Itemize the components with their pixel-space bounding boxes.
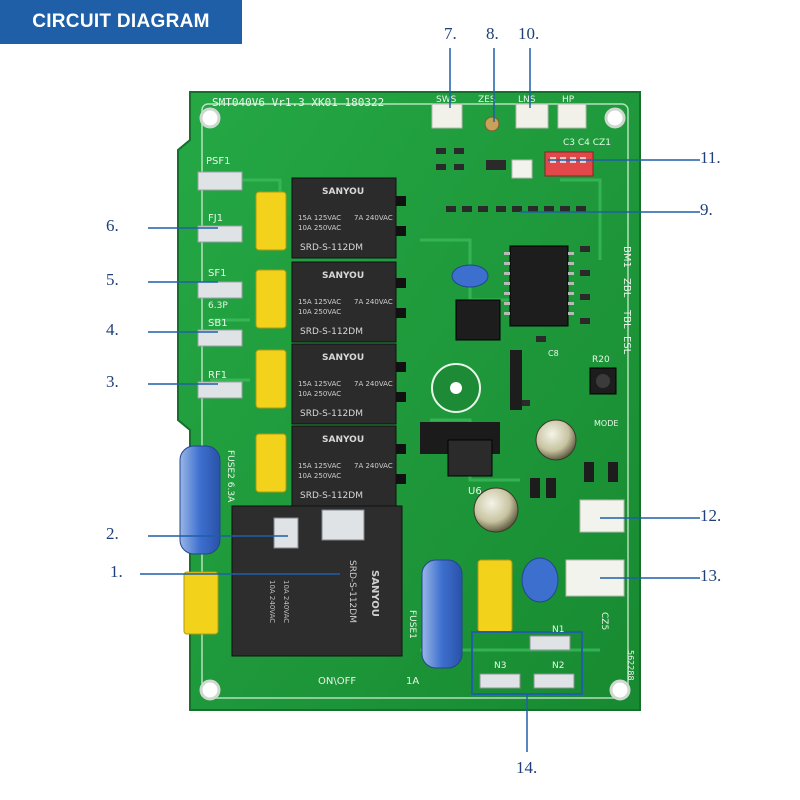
relay1-rating1: 15A 125VAC [298,214,341,222]
conn-label-zes: ZES [478,95,496,105]
diodes [530,462,618,498]
label-rf1: RF1 [208,370,227,381]
label-6-3p: 6.3P [208,301,228,311]
big-relay [231,505,403,657]
label-n1: N1 [552,625,564,635]
tab-terminal-2 [273,517,299,549]
label-c8: C8 [548,349,559,358]
relay4-rating3: 7A 240VAC [354,462,393,470]
callout-2: 2. [106,524,119,543]
label-sf1: SF1 [208,268,226,279]
label-n2: N2 [552,661,564,671]
electrolytic-cap-2 [535,419,577,461]
relay4-rating2: 10A 250VAC [298,472,341,480]
callout-7: 7. [444,24,457,43]
side-label-zbl: ZBL [621,278,632,298]
callout-8: 8. [486,24,499,43]
terminal-n3 [479,673,521,689]
label-fj1: FJ1 [208,213,223,224]
callout-13: 13. [700,566,722,585]
silkscreen-border [201,103,629,699]
relay3-model: SRD-S-112DM [300,409,363,419]
relay2-model: SRD-S-112DM [300,327,363,337]
label-u6: U6 [468,486,482,497]
conn-label-lns: LNS [518,95,536,105]
relay1-brand: SANYOU [322,187,364,197]
red-connector-cz1 [544,151,594,177]
label-psf1: PSF1 [206,156,231,167]
yellow-capacitors [183,191,513,635]
label-fuse2: FUSE2 6.3A [225,450,235,503]
callout-6: 6. [106,216,119,235]
top-connectors [431,103,587,132]
pin-header [510,350,522,410]
big-relay-rating1: 10A 240VAC [268,580,276,623]
blue-ceramic-cap-1 [451,264,489,288]
relay-stack [291,177,406,507]
label-serial: 562288 [626,650,635,681]
relay1-rating2: 10A 250VAC [298,224,341,232]
label-mode: MODE [594,419,618,428]
callout-9: 9. [700,200,713,219]
label-on-off: ON\OFF [318,676,356,687]
relay1-model: SRD-S-112DM [300,243,363,253]
callout-14: 14. [516,758,538,777]
callout-3: 3. [106,372,119,391]
big-relay-brand: SANYOU [369,570,380,617]
fuse-1 [421,559,463,669]
mounting-holes [199,107,631,701]
big-relay-rating2: 10A 240VAC [282,580,290,623]
relay3-rating1: 15A 125VAC [298,380,341,388]
regulator [447,439,493,477]
big-relay-model: SRD-S-112DM [347,560,357,623]
side-label-bm1: BM1 [621,246,632,268]
callout-10: 10. [518,24,540,43]
label-1a: 1A [406,676,419,687]
conn-label-hp: HP [562,95,575,105]
board-model-text: SMT040V6 Vr1.3 XK01 180322 [212,96,384,109]
label-r20: R20 [592,355,610,365]
blue-ceramic-cap-2 [521,557,559,603]
relay3-brand: SANYOU [322,353,364,363]
tab-terminal-1 [321,509,365,541]
left-terminals [197,171,243,399]
terminal-n1 [529,635,571,651]
relay1-rating3: 7A 240VAC [354,214,393,222]
callout-5: 5. [106,270,119,289]
conn-label-sws: SWS [436,95,457,105]
terminal-n2 [533,673,575,689]
label-cz1: C3 C4 CZ1 [563,138,611,148]
electrolytic-cap-1 [473,487,519,533]
relay3-rating2: 10A 250VAC [298,390,341,398]
callout-11: 11. [700,148,721,167]
relay2-rating1: 15A 125VAC [298,298,341,306]
relay4-model: SRD-S-112DM [300,491,363,501]
side-label-tbl: TBL [621,309,632,329]
relay2-brand: SANYOU [322,271,364,281]
callout-12: 12. [700,506,722,525]
callout-1: 1. [110,562,123,581]
label-cz5: CZ5 [599,612,609,630]
label-sb1: SB1 [208,318,228,329]
relay3-rating3: 7A 240VAC [354,380,393,388]
smd-components [436,148,590,406]
ic-chips [455,245,574,341]
relay2-rating2: 10A 250VAC [298,308,341,316]
fuse-2 [179,445,221,555]
callout-4: 4. [106,320,119,339]
side-label-esl: ESL [621,336,632,355]
relay2-rating3: 7A 240VAC [354,298,393,306]
small-white-part [511,159,533,179]
white-connector-12 [579,499,625,533]
relay4-brand: SANYOU [322,435,364,445]
relay4-rating1: 15A 125VAC [298,462,341,470]
diagram-title-badge: CIRCUIT DIAGRAM [0,0,242,44]
label-n3: N3 [494,661,506,671]
label-fuse1: FUSE1 [407,610,417,639]
callout-lines [140,48,700,752]
